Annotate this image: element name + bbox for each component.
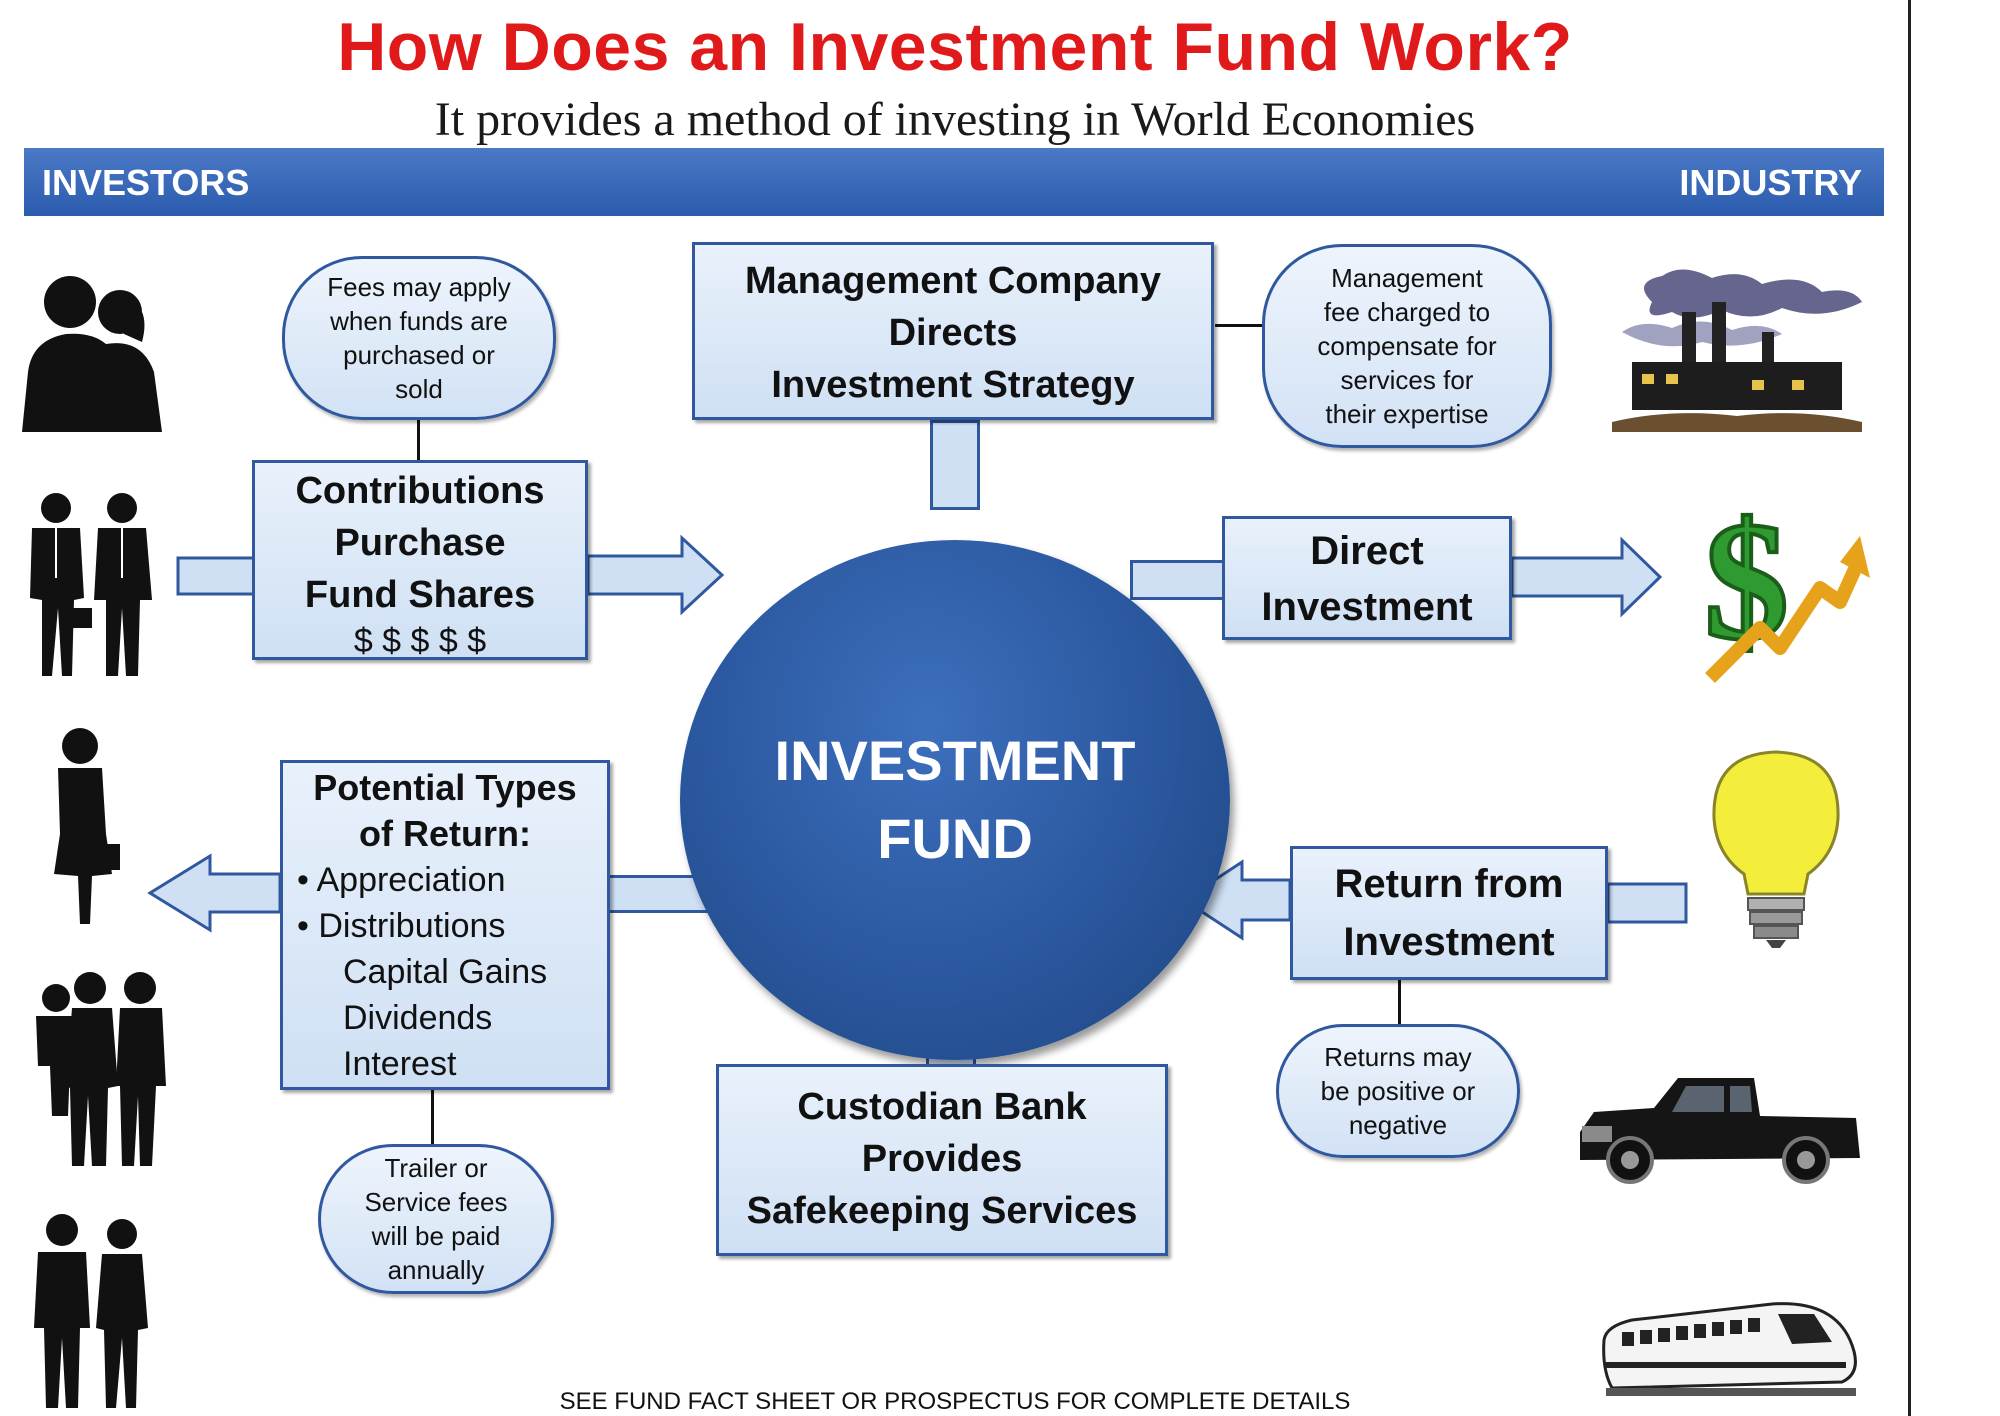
fees-note-line3: purchased or <box>343 340 495 370</box>
management-note-line1: Management <box>1331 263 1483 293</box>
contributions-dollars: $ $ $ $ $ <box>353 622 487 660</box>
custodian-line2: Provides <box>861 1138 1023 1180</box>
contributions-line1: Contributions <box>295 470 545 512</box>
management-line3: Investment Strategy <box>771 364 1135 406</box>
management-note-connector <box>1215 324 1265 327</box>
return-from-line2: Investment <box>1343 920 1555 964</box>
light-bulb-icon <box>1712 750 1840 948</box>
returns-bullet2-row: • Distributions <box>297 903 607 949</box>
banner-industry-label: INDUSTRY <box>1679 162 1862 203</box>
returns-bullet1: Appreciation <box>316 861 506 899</box>
management-connector <box>930 420 980 510</box>
trailer-fees-note: Trailer or Service fees will be paid ann… <box>318 1144 554 1294</box>
custodian-line1: Custodian Bank <box>797 1086 1087 1128</box>
returns-bullet1-row: • Appreciation <box>297 857 607 903</box>
trailer-note-connector <box>431 1090 434 1144</box>
contributions-box: Contributions Purchase Fund Shares $ $ $… <box>252 460 588 660</box>
management-line2: Directs <box>888 312 1018 354</box>
woman-silhouette-icon <box>54 728 120 924</box>
contributions-line3: Fund Shares <box>304 574 536 616</box>
family-silhouette-icon <box>36 972 166 1166</box>
returns-bullet2: Distributions <box>318 907 506 945</box>
return-note-line3: negative <box>1348 1110 1448 1140</box>
couple-silhouette-icon <box>22 276 162 432</box>
investment-fund-ellipse: INVESTMENT FUND <box>680 540 1230 1060</box>
direct-line2: Investment <box>1261 585 1473 629</box>
management-note-line5: their expertise <box>1325 399 1489 429</box>
return-note-connector <box>1398 980 1401 1025</box>
return-from-arrow <box>1181 859 1292 941</box>
page-subtitle: It provides a method of investing in Wor… <box>434 93 1476 146</box>
footer-disclaimer: SEE FUND FACT SHEET OR PROSPECTUS FOR CO… <box>559 1388 1351 1415</box>
trailer-note-line3: will be paid <box>371 1221 501 1251</box>
return-from-right-bar <box>1606 882 1688 924</box>
fees-note: Fees may apply when funds are purchased … <box>282 256 556 420</box>
management-company-box: Management Company Directs Investment St… <box>692 242 1214 420</box>
dollar-growth-icon: $ <box>1702 485 1870 683</box>
pickup-truck-icon <box>1580 1078 1860 1184</box>
fees-note-line2: when funds are <box>330 306 508 336</box>
custodian-line3: Safekeeping Services <box>746 1190 1138 1232</box>
direct-investment-connector <box>1130 560 1240 600</box>
management-note-line2: fee charged to <box>1323 297 1491 327</box>
trailer-note-line1: Trailer or <box>384 1153 488 1183</box>
returns-heading2: of Return: <box>359 813 531 854</box>
fees-note-line1: Fees may apply <box>327 272 511 302</box>
fees-note-line4: sold <box>395 374 443 404</box>
potential-returns-box: Potential Types of Return: • Appreciatio… <box>280 760 610 1090</box>
contributions-left-bar <box>176 556 256 596</box>
bullet-dot-icon: • <box>297 907 319 945</box>
businessmen-silhouette-icon <box>30 493 152 676</box>
contributions-arrow <box>586 534 725 616</box>
return-note-line2: be positive or <box>1320 1076 1476 1106</box>
page-title: How Does an Investment Fund Work? <box>337 9 1573 85</box>
fund-line1: INVESTMENT <box>774 729 1136 792</box>
returns-heading1: Potential Types <box>313 767 577 808</box>
direct-investment-box: Direct Investment <box>1222 516 1512 640</box>
return-from-investment-box: Return from Investment <box>1290 846 1608 980</box>
management-note-line3: compensate for <box>1317 331 1497 361</box>
management-line1: Management Company <box>745 260 1161 302</box>
direct-investment-arrow <box>1510 536 1663 618</box>
custodian-bank-box: Custodian Bank Provides Safekeeping Serv… <box>716 1064 1168 1256</box>
returns-note: Returns may be positive or negative <box>1276 1024 1520 1158</box>
trailer-note-line4: annually <box>387 1255 485 1285</box>
bullet-dot-icon: • <box>297 861 317 899</box>
return-note-line1: Returns may <box>1324 1042 1472 1072</box>
returns-sub1: Capital Gains <box>343 953 548 991</box>
business-couple-silhouette-icon <box>34 1214 148 1408</box>
trailer-note-line2: Service fees <box>364 1187 508 1217</box>
potential-returns-arrow <box>147 853 282 933</box>
factory-icon <box>1612 269 1862 432</box>
returns-sub3: Interest <box>343 1045 457 1083</box>
management-fee-note: Management fee charged to compensate for… <box>1262 244 1552 448</box>
fund-line2: FUND <box>877 807 1033 870</box>
page-right-edge-rule <box>1908 0 1911 1416</box>
direct-line1: Direct <box>1310 529 1424 573</box>
fees-note-connector <box>417 418 420 460</box>
train-icon <box>1602 1302 1857 1396</box>
header-banner: INVESTORS INDUSTRY <box>24 148 1884 216</box>
contributions-line2: Purchase <box>334 522 506 564</box>
returns-sub2: Dividends <box>343 999 493 1037</box>
management-note-line4: services for <box>1340 365 1474 395</box>
return-from-line1: Return from <box>1334 862 1564 906</box>
banner-investors-label: INVESTORS <box>42 162 250 203</box>
